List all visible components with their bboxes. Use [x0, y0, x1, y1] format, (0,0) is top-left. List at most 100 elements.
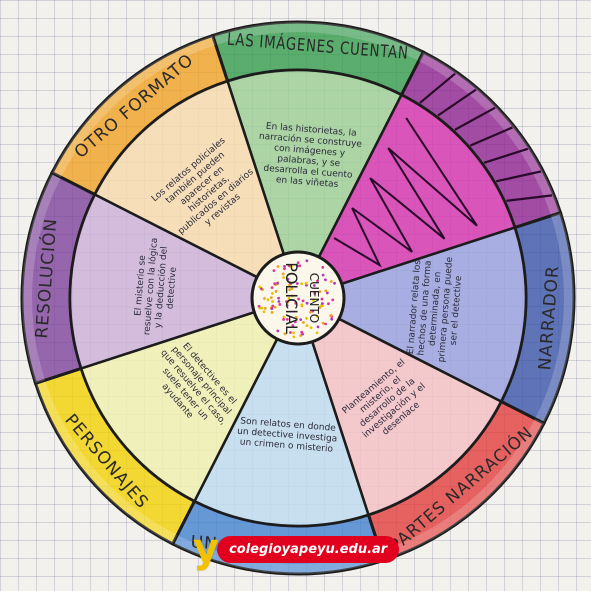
- confetti-dot: [299, 318, 303, 321]
- hub-confetti-dots: [257, 259, 336, 339]
- confetti-dot: [302, 321, 305, 324]
- confetti-dot: [273, 305, 277, 309]
- confetti-dot: [305, 301, 309, 305]
- confetti-dot: [329, 314, 333, 317]
- confetti-dot: [271, 300, 274, 303]
- sector-text: El narrador relata loshechos de una form…: [406, 254, 466, 364]
- confetti-dot: [287, 264, 291, 268]
- confetti-dot: [321, 321, 325, 325]
- confetti-dot: [273, 282, 277, 286]
- rim-highlight: [212, 21, 424, 61]
- confetti-dot: [316, 279, 319, 283]
- confetti-dot: [266, 298, 270, 302]
- confetti-dot: [288, 288, 292, 292]
- confetti-dot: [324, 289, 328, 293]
- sector-text: Planteamiento, elmisterio, eldesarrollo …: [341, 358, 435, 449]
- hatch-line: [437, 88, 477, 117]
- confetti-dot: [304, 281, 308, 285]
- confetti-dot: [309, 310, 312, 314]
- confetti-dot: [292, 331, 295, 335]
- confetti-dot: [274, 289, 278, 293]
- confetti-dot: [289, 331, 292, 334]
- confetti-dot: [315, 314, 319, 318]
- confetti-dot: [290, 287, 294, 291]
- confetti-dot: [282, 315, 286, 319]
- confetti-dot: [271, 304, 275, 308]
- confetti-dot: [269, 296, 273, 300]
- confetti-dot: [321, 266, 325, 269]
- hub-label-bottom: POLICIAL: [282, 262, 301, 334]
- confetti-dot: [263, 306, 267, 310]
- confetti-dot: [311, 309, 315, 313]
- confetti-dot: [260, 306, 264, 310]
- confetti-dot: [296, 264, 299, 268]
- confetti-dot: [276, 281, 279, 285]
- confetti-dot: [330, 317, 334, 321]
- confetti-dot: [285, 318, 289, 321]
- confetti-dot: [271, 292, 274, 295]
- confetti-dot: [272, 269, 276, 273]
- confetti-dot: [294, 315, 298, 319]
- hatch-line: [469, 126, 513, 147]
- confetti-dot: [291, 324, 295, 327]
- hatch-line: [454, 106, 496, 131]
- watermark-site: colegioyapeyu.edu.ar: [217, 535, 400, 563]
- watermark: y colegioyapeyu.edu.ar: [193, 526, 400, 572]
- confetti-dot: [270, 311, 274, 314]
- confetti-dot: [309, 326, 313, 330]
- confetti-dot: [305, 283, 308, 287]
- rim-highlight: [172, 535, 384, 575]
- sector-decoration: [333, 72, 553, 268]
- confetti-dot: [296, 261, 300, 265]
- zigzag-decoration: [333, 117, 478, 268]
- rim-highlight: [35, 380, 178, 544]
- confetti-dot: [312, 284, 316, 287]
- confetti-dot: [300, 330, 304, 334]
- confetti-dot: [293, 320, 297, 324]
- confetti-dot: [295, 282, 299, 285]
- confetti-dot: [333, 281, 336, 285]
- confetti-dot: [278, 303, 282, 306]
- confetti-dot: [318, 290, 322, 294]
- rim-highlight: [418, 52, 561, 216]
- confetti-dot: [294, 301, 298, 305]
- confetti-dot: [276, 329, 280, 333]
- confetti-dot: [286, 277, 290, 281]
- confetti-dot: [290, 265, 293, 269]
- confetti-dot: [313, 291, 317, 295]
- confetti-dot: [283, 332, 287, 336]
- confetti-dot: [316, 325, 320, 329]
- rim-highlight: [22, 172, 61, 384]
- confetti-dot: [297, 297, 301, 301]
- confetti-dot: [258, 285, 262, 289]
- confetti-dot: [298, 264, 302, 268]
- hatch-line: [483, 147, 529, 164]
- confetti-dot: [315, 331, 319, 335]
- confetti-dot: [282, 318, 285, 321]
- sector-text: El misterio seresuelve con la lógicay la…: [132, 236, 181, 337]
- rim-highlight: [535, 212, 575, 424]
- confetti-dot: [305, 316, 308, 320]
- confetti-dot: [292, 335, 296, 339]
- hub-label-top: CUENTO: [307, 273, 321, 324]
- confetti-dot: [257, 304, 261, 308]
- hatch-line: [495, 170, 542, 183]
- hatch-line: [506, 194, 553, 202]
- confetti-dot: [262, 310, 266, 314]
- confetti-dot: [301, 299, 305, 303]
- confetti-dot: [283, 267, 286, 271]
- confetti-dot: [276, 265, 280, 268]
- confetti-dot: [327, 302, 330, 306]
- confetti-dot: [312, 299, 315, 302]
- confetti-dot: [283, 265, 286, 268]
- hub: CUENTO POLICIAL: [250, 250, 346, 346]
- confetti-dot: [331, 298, 335, 302]
- confetti-dot: [281, 272, 285, 276]
- confetti-dot: [329, 280, 333, 283]
- school-logo-icon: y: [193, 526, 220, 572]
- confetti-dot: [325, 291, 329, 295]
- confetti-dot: [263, 297, 266, 300]
- confetti-dot: [286, 300, 290, 304]
- confetti-dot: [277, 300, 281, 303]
